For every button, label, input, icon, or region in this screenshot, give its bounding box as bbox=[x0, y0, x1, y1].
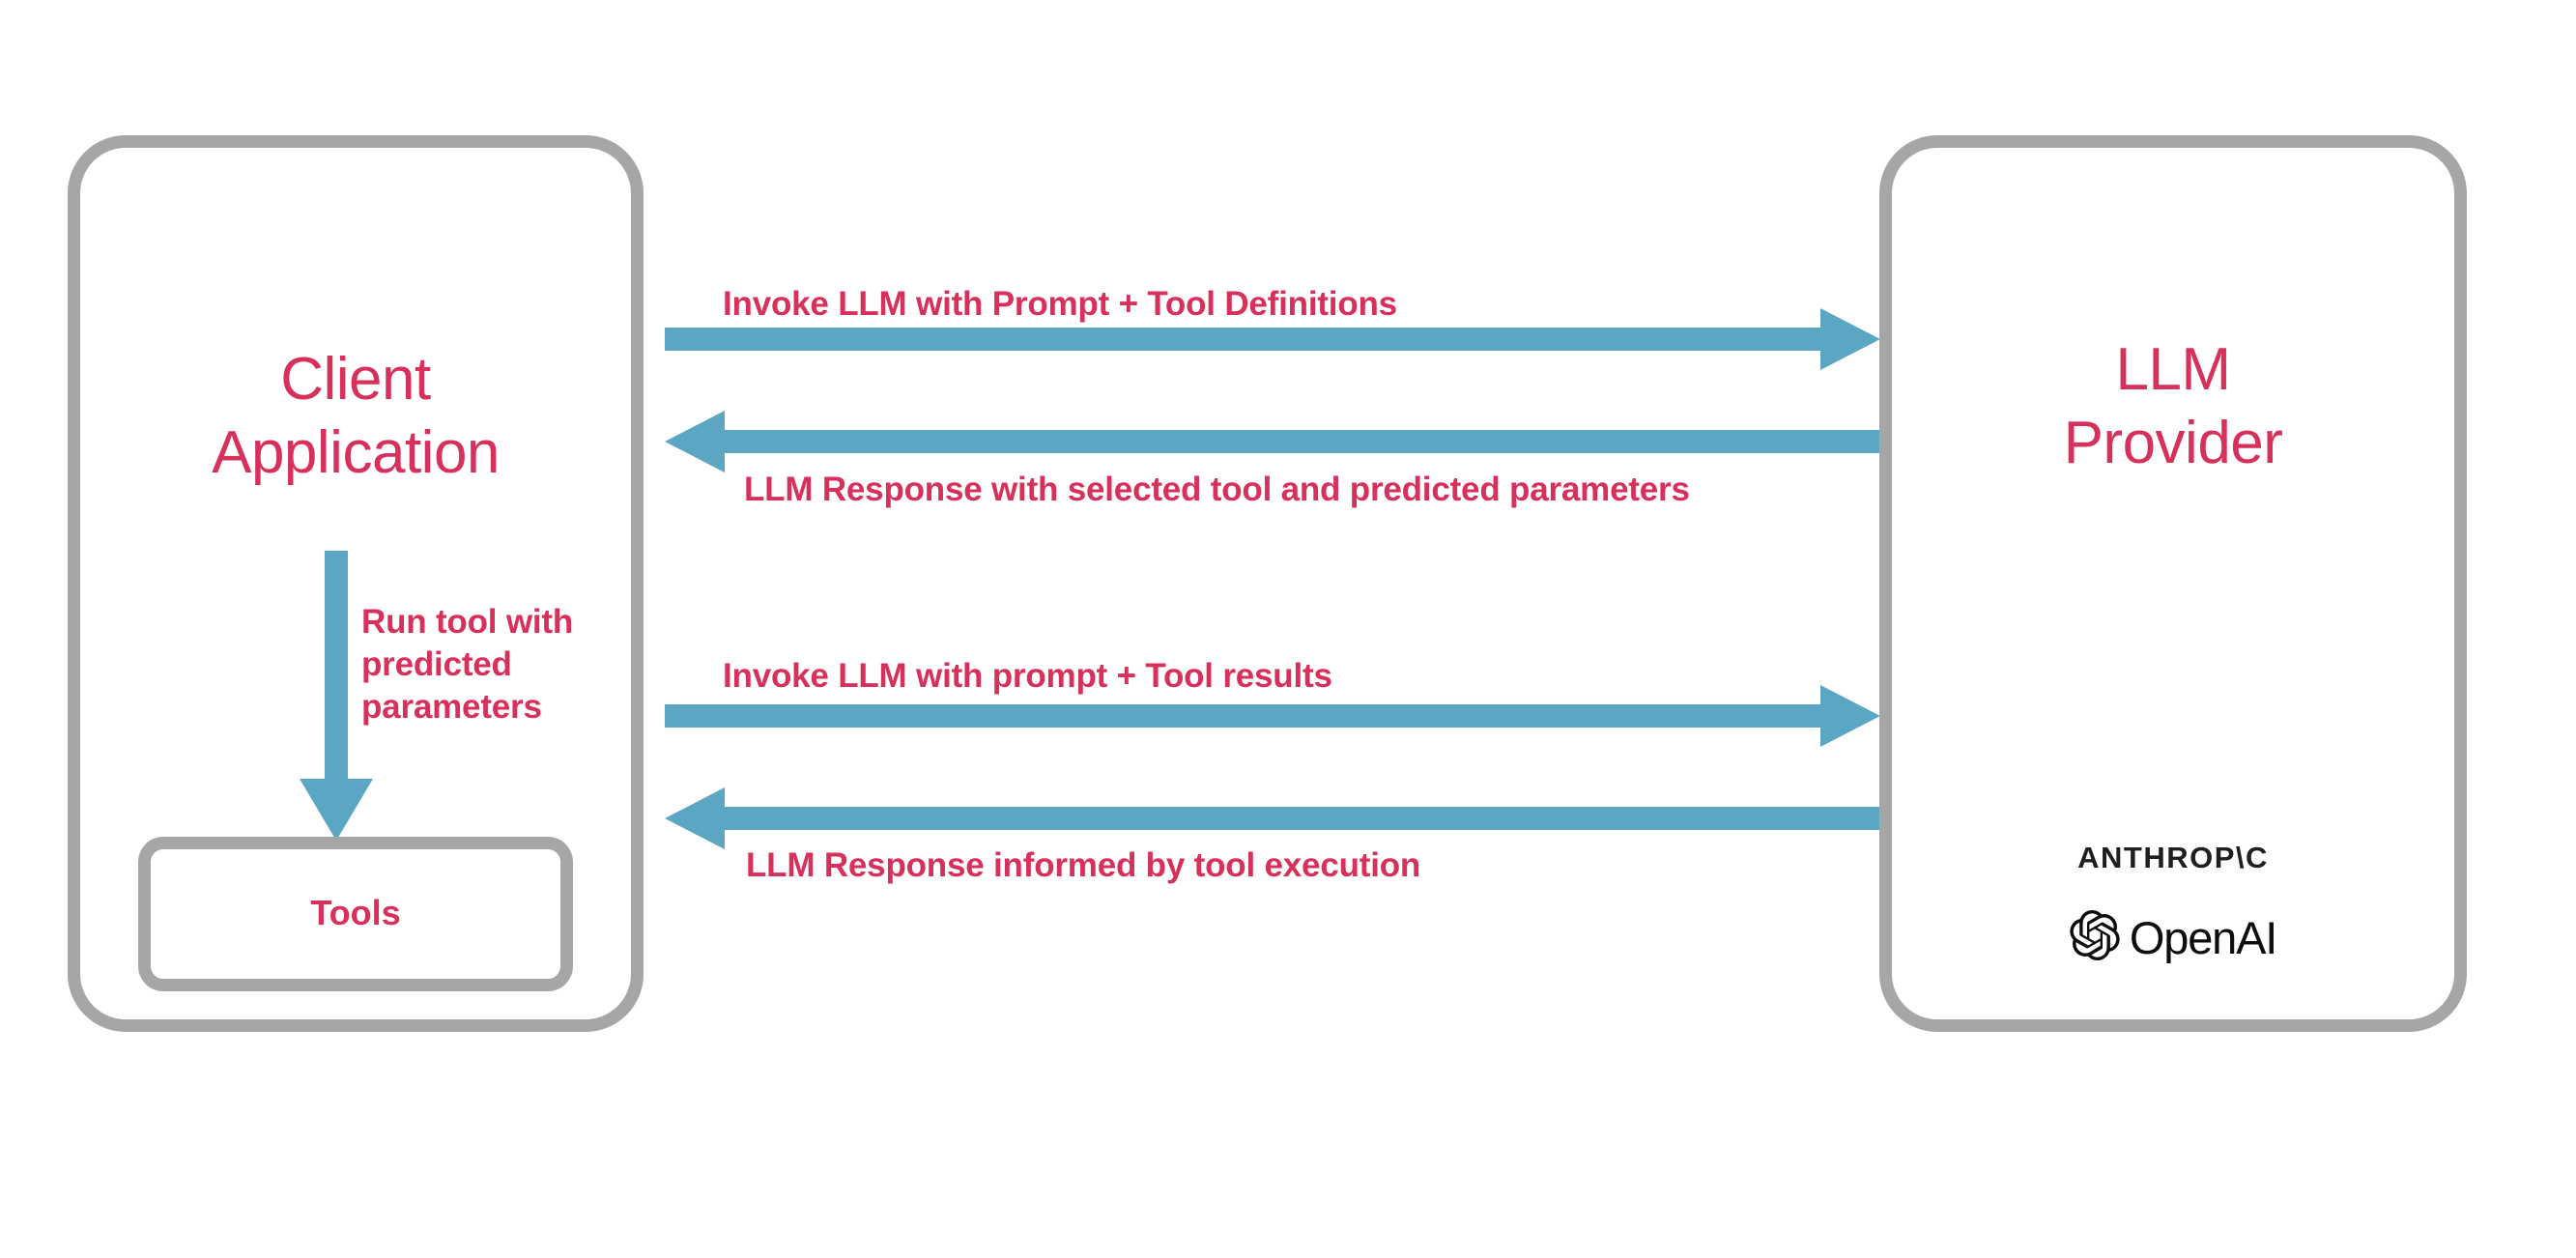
openai-logo: OpenAI bbox=[1879, 910, 2467, 965]
openai-wordmark: OpenAI bbox=[2129, 912, 2277, 963]
openai-flower-icon bbox=[2070, 910, 2120, 965]
anthropic-logo: ANTHROP\C bbox=[2077, 841, 2269, 874]
tools-label: Tools bbox=[310, 893, 401, 932]
message-label-invoke-2: Invoke LLM with prompt + Tool results bbox=[723, 657, 1332, 695]
message-label-invoke-1: Invoke LLM with Prompt + Tool Definition… bbox=[723, 285, 1397, 323]
message-label-response-2: LLM Response informed by tool execution bbox=[746, 846, 1421, 884]
tools-node[interactable] bbox=[138, 837, 573, 991]
llm-provider-label: LLM Provider bbox=[2063, 336, 2283, 476]
client-application-label: Client Application bbox=[212, 346, 500, 486]
run-tool-label: Run tool with predicted parameters bbox=[361, 603, 574, 727]
message-arrow-response-2 bbox=[665, 787, 1880, 849]
message-label-response-1: LLM Response with selected tool and pred… bbox=[744, 471, 1690, 508]
message-arrow-invoke-1 bbox=[665, 308, 1880, 370]
llm-provider-node[interactable] bbox=[1879, 135, 2467, 1032]
run-tool-arrow bbox=[300, 551, 388, 843]
message-arrow-response-1 bbox=[665, 411, 1880, 472]
message-arrow-invoke-2 bbox=[665, 685, 1880, 747]
